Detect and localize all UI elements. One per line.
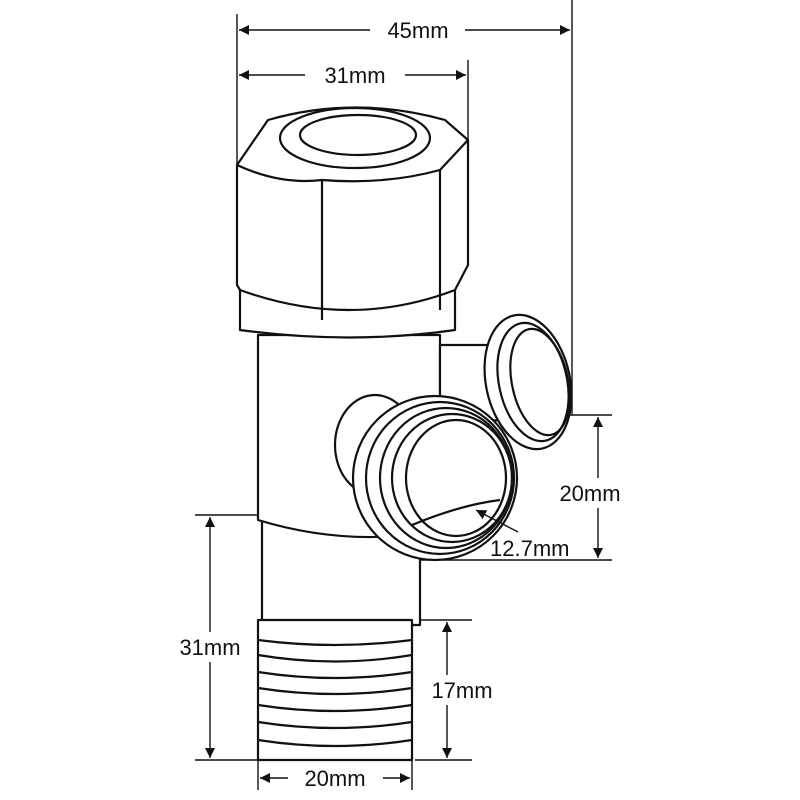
- outlet-bore: [404, 418, 508, 538]
- label-thread-length: 17mm: [431, 678, 492, 703]
- hex-handle: [235, 106, 470, 320]
- label-outlet-bore: 12.7mm: [490, 536, 569, 561]
- valve-body: [235, 106, 573, 762]
- label-stem-length: 31mm: [179, 635, 240, 660]
- male-thread: [256, 618, 414, 762]
- label-outlet-height: 20mm: [559, 481, 620, 506]
- label-thread-diameter: 20mm: [304, 766, 365, 791]
- dimension-labels: 45mm 31mm 20mm 12.7mm 31mm 17mm 20mm: [165, 16, 640, 792]
- label-cap-width: 31mm: [324, 63, 385, 88]
- side-outlet: [438, 313, 573, 451]
- label-overall-width: 45mm: [387, 18, 448, 43]
